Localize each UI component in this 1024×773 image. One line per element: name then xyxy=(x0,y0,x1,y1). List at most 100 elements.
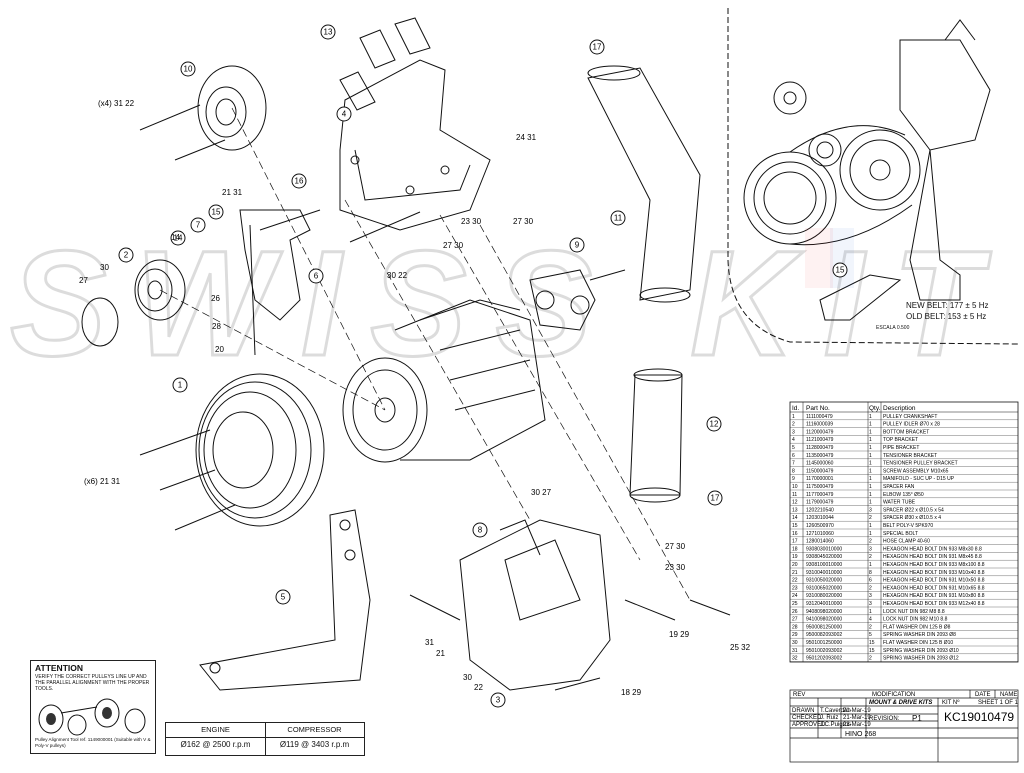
ref-label: 20 xyxy=(215,345,224,354)
tb-drawn-label: DRAWN xyxy=(792,708,814,714)
svg-text:7: 7 xyxy=(196,221,201,230)
bom-cell: TENSIONER PULLEY BRACKET xyxy=(883,461,958,467)
ref-label: 30 22 xyxy=(387,271,408,280)
alignment-tool-illustration xyxy=(38,698,146,736)
bom-cell: HEXAGON HEAD BOLT DIN 931 M8x45 8.8 xyxy=(883,554,982,560)
tb-checked-name: J. Ruiz xyxy=(820,715,838,721)
bom-cell: 1 xyxy=(869,461,872,467)
bom-cell: 32 xyxy=(792,656,798,662)
ref-label: (x4) 31 22 xyxy=(98,99,135,108)
bom-cell: 3 xyxy=(792,429,795,435)
ref-label: 23 30 xyxy=(665,563,686,572)
bom-cell: 1 xyxy=(869,484,872,490)
bom-cell: 12 xyxy=(792,500,798,506)
ref-label: 30 27 xyxy=(531,488,552,497)
bom-cell: 25 xyxy=(792,601,798,607)
bom-cell: LOCK NUT DIN 982 M8 8.8 xyxy=(883,609,945,615)
performance-table: ENGINE COMPRESSOR Ø162 @ 2500 r.p.m Ø119… xyxy=(165,722,365,756)
bom-header-id: Id. xyxy=(792,405,799,412)
callout-11: 11 xyxy=(610,210,626,226)
ref-label: 22 xyxy=(474,683,483,692)
bom-cell: 3 xyxy=(869,593,872,599)
tb-name: NAME xyxy=(1000,692,1017,698)
bom-cell: 17 xyxy=(792,539,798,545)
bom-cell: SPRING WASHER DIN 2093 Ø8 xyxy=(883,632,956,638)
bom-cell: 16 xyxy=(792,531,798,537)
bom-cell: LOCK NUT DIN 982 M10 8.8 xyxy=(883,617,948,623)
bom-cell: 1 xyxy=(869,468,872,474)
detail-view-frame xyxy=(727,8,1019,345)
callout-2: 2 xyxy=(118,247,134,263)
bom-cell: 1 xyxy=(869,453,872,459)
bom-cell: 10 xyxy=(792,484,798,490)
svg-text:8: 8 xyxy=(478,526,483,535)
bom-cell: 1271010060 xyxy=(806,531,834,537)
compressor-label: COMPRESSOR xyxy=(287,725,342,734)
bom-cell: 3 xyxy=(869,601,872,607)
top-bracket xyxy=(339,59,491,231)
bom-cell: 1 xyxy=(869,492,872,498)
bom-cell: 8 xyxy=(869,570,872,576)
ref-labels: (x4) 31 22 (x6) 21 31 21 31 24 31 27 30 … xyxy=(79,99,751,697)
bom-cell: 28 xyxy=(792,624,798,630)
bom-cell: 1203010044 xyxy=(806,515,834,521)
bom-cell: 15 xyxy=(869,640,875,646)
svg-text:10: 10 xyxy=(184,65,193,74)
manifold xyxy=(529,269,596,331)
bom-cell: 1260500970 xyxy=(806,523,834,529)
bom-cell: 7 xyxy=(792,461,795,467)
bom-cell: 9410098020000 xyxy=(806,617,842,623)
bom-cell: TENSIONER BRACKET xyxy=(883,453,937,459)
bom-cell: HOSE CLAMP 40-60 xyxy=(883,539,930,545)
bom-cell: 9310040010000 xyxy=(806,570,842,576)
attention-box: ATTENTION VERIFY THE CORRECT PULLEYS LIN… xyxy=(30,660,156,754)
bom-cell: PULLEY IDLER Ø70 x 28 xyxy=(883,422,940,428)
bom-cell: 3 xyxy=(869,546,872,552)
bom-cell: 9310065020000 xyxy=(806,585,842,591)
svg-text:12: 12 xyxy=(710,420,719,429)
bom-cell: 9 xyxy=(792,476,795,482)
tb-checked-date: 21-Mar-19 xyxy=(843,715,871,721)
water-tube xyxy=(629,368,683,503)
bom-cell: 9408098020000 xyxy=(806,609,842,615)
bom-cell: 2 xyxy=(869,515,872,521)
ref-label: 30 xyxy=(463,673,472,682)
tb-mount-title: MOUNT & DRIVE KITS xyxy=(869,700,932,706)
attention-body: VERIFY THE CORRECT PULLEYS LINE UP AND T… xyxy=(35,674,150,692)
callout-1: 1 xyxy=(172,377,188,393)
bom-cell: 31 xyxy=(792,648,798,654)
bom-cell: 1121000479 xyxy=(806,437,834,443)
bom-cell: 27 xyxy=(792,617,798,623)
bom-cell: MANIFOLD - SUC UP - D15 UP xyxy=(883,476,955,482)
bom-cell: 5 xyxy=(869,632,872,638)
bom-cell: 9500081250000 xyxy=(806,624,842,630)
ref-label: 14 xyxy=(171,233,180,242)
bom-cell: PULLEY CRANKSHAFT xyxy=(883,414,937,420)
bom-cell: 1280014060 xyxy=(806,539,834,545)
tb-vehicle: HINO 268 xyxy=(845,731,876,738)
bom-cell: 4 xyxy=(869,617,872,623)
bom-cell: 1202210540 xyxy=(806,507,834,513)
watermark-text-top: SWISS KIT xyxy=(10,219,1010,387)
ref-label: 27 xyxy=(79,276,88,285)
svg-text:2: 2 xyxy=(124,251,129,260)
callout-3: 3 xyxy=(490,692,506,708)
callout-7: 7 xyxy=(190,217,206,233)
svg-text:17: 17 xyxy=(711,494,720,503)
bom-cell: HEXAGON HEAD BOLT DIN 933 M10x40 8.8 xyxy=(883,570,985,576)
tb-drawn-date: 21-Mar-19 xyxy=(843,708,871,714)
svg-text:6: 6 xyxy=(314,272,319,281)
svg-text:5: 5 xyxy=(281,593,286,602)
idler-pulley xyxy=(81,259,186,347)
bom-cell: 1128000479 xyxy=(806,445,834,451)
bom-cell: ELBOW 135° Ø50 xyxy=(883,492,924,498)
bom-cell: 24 xyxy=(792,593,798,599)
callout-5: 5 xyxy=(275,589,291,605)
bom-cell: 9310050020000 xyxy=(806,578,842,584)
bom-cell: SPACER Ø30 x Ø10.5 x 4 xyxy=(883,515,941,521)
bom-cell: 14 xyxy=(792,515,798,521)
callout-6: 6 xyxy=(308,268,324,284)
bom-cell: 9501002093002 xyxy=(806,648,842,654)
